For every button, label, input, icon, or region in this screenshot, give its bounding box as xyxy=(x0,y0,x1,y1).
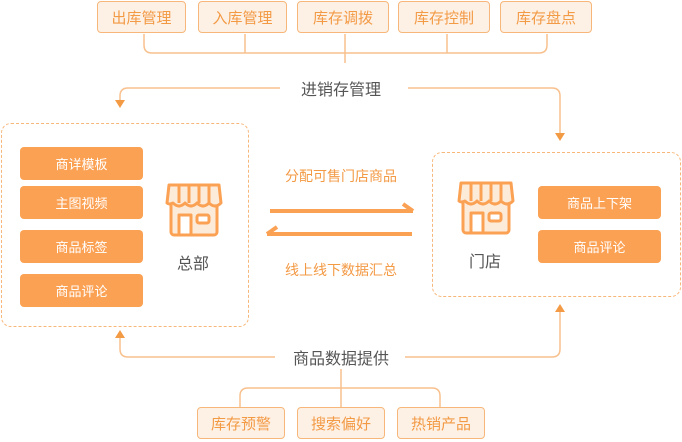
tag-search-preference[interactable]: 搜索偏好 xyxy=(297,407,385,439)
hq-item-main-video[interactable]: 主图视频 xyxy=(20,186,143,219)
tag-stocktake[interactable]: 库存盘点 xyxy=(500,1,592,33)
data-provision-title: 商品数据提供 xyxy=(286,345,396,369)
store-item-listing[interactable]: 商品上下架 xyxy=(538,186,661,219)
tag-stock-alert[interactable]: 库存预警 xyxy=(197,407,285,439)
hq-item-tags[interactable]: 商品标签 xyxy=(20,230,143,263)
tag-transfer[interactable]: 库存调拨 xyxy=(297,1,389,33)
tag-inbound[interactable]: 入库管理 xyxy=(198,1,287,33)
hq-item-reviews[interactable]: 商品评论 xyxy=(20,274,143,307)
flow-bottom-label: 线上线下数据汇总 xyxy=(285,263,397,279)
hq-panel xyxy=(1,123,249,327)
tag-outbound[interactable]: 出库管理 xyxy=(97,1,186,33)
flow-top-label: 分配可售门店商品 xyxy=(285,169,397,185)
store-label: 门店 xyxy=(468,252,502,271)
store-item-reviews[interactable]: 商品评论 xyxy=(538,230,661,263)
store-icon xyxy=(165,183,223,237)
tag-hot-products[interactable]: 热销产品 xyxy=(397,407,485,439)
inventory-management-title: 进销存管理 xyxy=(294,76,388,100)
store-icon xyxy=(457,181,515,235)
hq-label: 总部 xyxy=(176,254,210,273)
store-panel xyxy=(432,152,681,297)
hq-item-detail-template[interactable]: 商详模板 xyxy=(20,147,143,180)
tag-control[interactable]: 库存控制 xyxy=(398,1,490,33)
